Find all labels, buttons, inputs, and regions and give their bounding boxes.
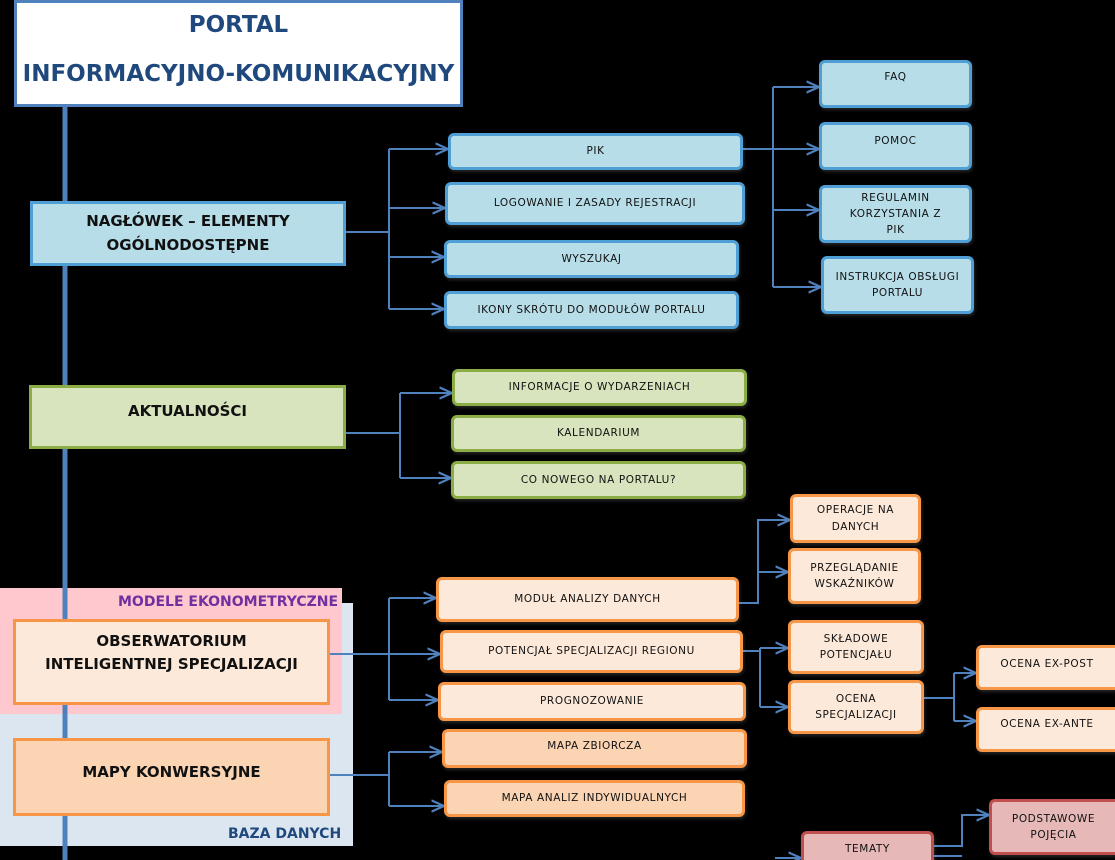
- mapy-konwersyjne-node: MAPY KONWERSYJNE: [13, 738, 330, 816]
- informacje-node: INFORMACJE O WYDARZENIACH: [452, 369, 747, 406]
- skladowe-label: SKŁADOWE POTENCJAŁU: [819, 632, 893, 661]
- aktualnosci-node: AKTUALNOŚCI: [29, 385, 346, 449]
- ocena-specjalizacji-node: OCENA SPECJALIZACJI: [788, 680, 924, 734]
- pik-node: PIK: [448, 133, 743, 170]
- instrukcja-label: INSTRUKCJA OBSŁUGI PORTALU: [835, 270, 960, 299]
- kalendarium-node: KALENDARIUM: [451, 415, 746, 452]
- wyszukaj-node: WYSZUKAJ: [444, 240, 739, 278]
- potencjal-node: POTENCJAŁ SPECJALIZACJI REGIONU: [440, 630, 743, 673]
- ocena-ex-ante-label: OCENA EX-ANTE: [1000, 718, 1094, 730]
- potencjal-label: POTENCJAŁ SPECJALIZACJI REGIONU: [488, 645, 695, 658]
- informacje-label: INFORMACJE O WYDARZENIACH: [508, 381, 691, 394]
- operacje-node: OPERACJE NA DANYCH: [790, 494, 921, 543]
- obserwatorium-label: OBSERWATORIUM INTELIGENTNEJ SPECJALIZACJ…: [45, 632, 298, 674]
- logowanie-node: LOGOWANIE I ZASADY REJESTRACJI: [445, 182, 745, 225]
- pomoc-label: POMOC: [874, 135, 917, 147]
- prognozowanie-label: PROGNOZOWANIE: [540, 695, 644, 708]
- wyszukaj-label: WYSZUKAJ: [561, 252, 622, 265]
- tematy-node: TEMATY: [801, 831, 934, 860]
- baza-danych-label: BAZA DANYCH: [228, 826, 342, 842]
- skladowe-node: SKŁADOWE POTENCJAŁU: [788, 620, 924, 674]
- prognozowanie-node: PROGNOZOWANIE: [438, 682, 746, 721]
- ocena-specjalizacji-label: OCENA SPECJALIZACJI: [815, 692, 897, 721]
- tematy-label: TEMATY: [845, 843, 890, 855]
- ocena-ex-ante-node: OCENA EX-ANTE: [976, 707, 1115, 752]
- regulamin-label: REGULAMIN KORZYSTANIA Z PIK: [849, 191, 942, 237]
- portal-title-line2: INFORMACYJNO-KOMUNIKACYJNY: [22, 61, 455, 87]
- przegladanie-node: PRZEGLĄDANIE WSKAŹNIKÓW: [788, 548, 921, 604]
- aktualnosci-label: AKTUALNOŚCI: [127, 402, 248, 420]
- mapa-zbiorcza-label: MAPA ZBIORCZA: [547, 740, 642, 752]
- kalendarium-label: KALENDARIUM: [556, 427, 641, 440]
- pik-label: PIK: [586, 145, 605, 158]
- portal-title-line1: PORTAL: [188, 12, 289, 38]
- ikony-node: IKONY SKRÓTU DO MODUŁÓW PORTALU: [444, 291, 739, 329]
- ocena-ex-post-node: OCENA EX-POST: [976, 645, 1115, 690]
- ocena-ex-post-label: OCENA EX-POST: [1000, 658, 1094, 670]
- podstawowe-pojecia-node: PODSTAWOWE POJĘCIA: [989, 799, 1115, 855]
- mapa-indywidualne-label: MAPA ANALIZ INDYWIDUALNYCH: [501, 792, 688, 805]
- co-nowego-label: CO NOWEGO NA PORTALU?: [520, 473, 677, 486]
- podstawowe-pojecia-label: PODSTAWOWE POJĘCIA: [1011, 812, 1096, 841]
- faq-node: FAQ: [819, 60, 972, 108]
- modele-ekonometryczne-label: MODELE EKONOMETRYCZNE: [118, 594, 339, 610]
- instrukcja-node: INSTRUKCJA OBSŁUGI PORTALU: [821, 256, 974, 314]
- header-section-label: NAGŁÓWEK – ELEMENTY OGÓLNODOSTĘPNE: [86, 212, 290, 254]
- header-section-node: NAGŁÓWEK – ELEMENTY OGÓLNODOSTĘPNE: [30, 201, 346, 266]
- pomoc-node: POMOC: [819, 122, 972, 170]
- mapa-indywidualne-node: MAPA ANALIZ INDYWIDUALNYCH: [444, 780, 745, 817]
- modul-analizy-label: MODUŁ ANALIZY DANYCH: [514, 593, 661, 606]
- mapy-konwersyjne-label: MAPY KONWERSYJNE: [82, 763, 261, 781]
- faq-label: FAQ: [884, 71, 907, 83]
- przegladanie-label: PRZEGLĄDANIE WSKAŹNIKÓW: [810, 561, 899, 590]
- operacje-label: OPERACJE NA DANYCH: [816, 504, 895, 533]
- ikony-label: IKONY SKRÓTU DO MODUŁÓW PORTALU: [477, 303, 706, 316]
- regulamin-node: REGULAMIN KORZYSTANIA Z PIK: [819, 185, 972, 243]
- portal-title: PORTAL INFORMACYJNO-KOMUNIKACYJNY: [14, 0, 463, 107]
- obserwatorium-node: OBSERWATORIUM INTELIGENTNEJ SPECJALIZACJ…: [13, 619, 330, 705]
- logowanie-label: LOGOWANIE I ZASADY REJESTRACJI: [493, 197, 697, 210]
- modul-analizy-node: MODUŁ ANALIZY DANYCH: [436, 577, 739, 622]
- mapa-zbiorcza-node: MAPA ZBIORCZA: [442, 729, 747, 768]
- co-nowego-node: CO NOWEGO NA PORTALU?: [451, 461, 746, 499]
